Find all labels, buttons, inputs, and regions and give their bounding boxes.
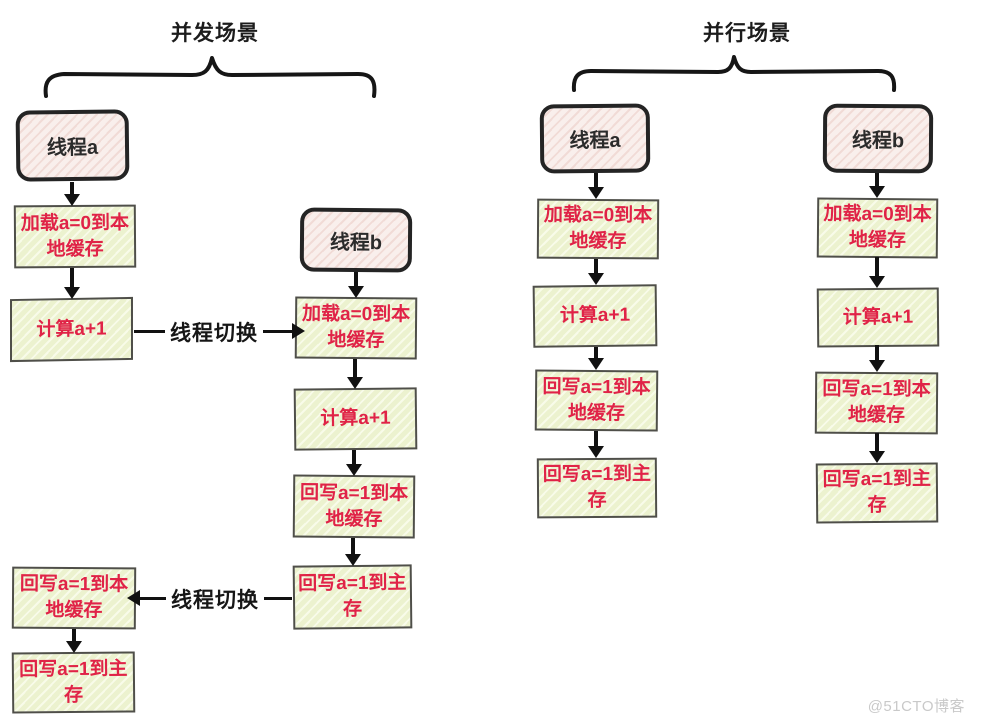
step-load-box: 加载a=0到本地缓存 — [536, 198, 660, 260]
concurrent-thread-b-box: 线程b — [299, 207, 413, 273]
brace-icon — [571, 55, 897, 92]
step-calc-box: 计算a+1 — [293, 387, 418, 451]
thread-switch-label: 线程切换 — [166, 584, 264, 614]
thread-label: 线程a — [569, 129, 621, 153]
thread-switch-label: 线程切换 — [165, 317, 263, 347]
concurrent-thread-a-box: 线程a — [15, 109, 130, 182]
parallel-thread-b-box: 线程b — [822, 103, 934, 174]
step-calc-box: 计算a+1 — [532, 284, 658, 348]
step-writeback-main-box: 回写a=1到主存 — [536, 457, 658, 519]
step-writeback-main-box: 回写a=1到主存 — [292, 564, 413, 630]
step-writeback-main-box: 回写a=1到主存 — [11, 651, 136, 714]
step-load-box: 加载a=0到本地缓存 — [294, 296, 418, 360]
step-calc-box: 计算a+1 — [816, 287, 940, 348]
thread-label: 线程a — [46, 136, 99, 160]
step-load-box: 加载a=0到本地缓存 — [816, 197, 939, 259]
step-writeback-cache-box: 回写a=1到本地缓存 — [534, 369, 659, 432]
step-writeback-cache-box: 回写a=1到本地缓存 — [11, 566, 137, 630]
thread-label: 线程b — [851, 129, 905, 153]
step-load-box: 加载a=0到本地缓存 — [13, 204, 137, 269]
step-writeback-cache-box: 回写a=1到本地缓存 — [814, 371, 939, 435]
step-writeback-main-box: 回写a=1到主存 — [815, 462, 939, 524]
parallel-thread-a-box: 线程a — [539, 103, 651, 174]
brace-icon — [43, 56, 377, 98]
step-calc-box: 计算a+1 — [10, 296, 133, 363]
step-writeback-cache-box: 回写a=1到本地缓存 — [292, 474, 416, 539]
concurrent-title: 并发场景 — [171, 22, 259, 45]
parallel-title: 并行场景 — [703, 22, 791, 45]
thread-label: 线程b — [329, 231, 383, 254]
watermark: @51CTO博客 — [867, 698, 965, 715]
